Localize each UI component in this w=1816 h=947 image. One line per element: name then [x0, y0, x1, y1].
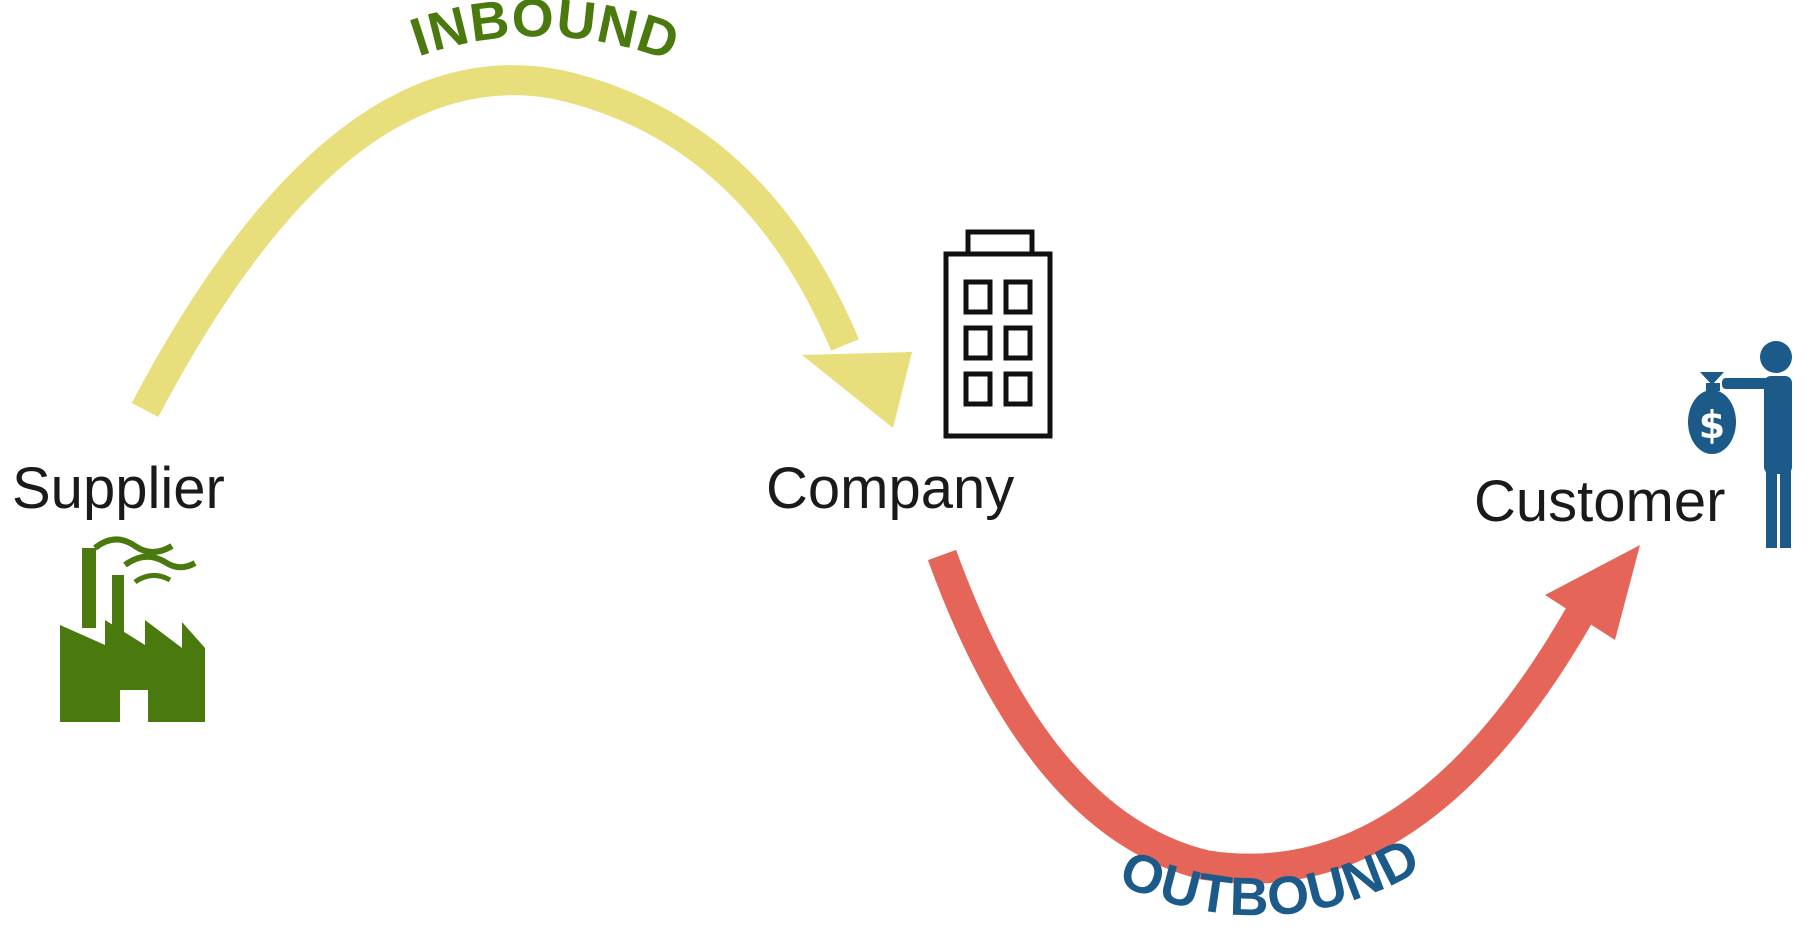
person-with-money-bag-icon: $ [1688, 341, 1792, 548]
person-head [1760, 341, 1792, 373]
outbound-arrow [927, 545, 1640, 884]
company-label: Company [766, 456, 1014, 521]
inbound-label: INBOUND [403, 0, 686, 72]
dollar-sign: $ [1699, 403, 1725, 447]
person-leg-right [1780, 468, 1791, 548]
person-arm [1722, 378, 1772, 389]
office-building-icon [943, 229, 1053, 439]
supplier-label: Supplier [12, 456, 225, 521]
factory-icon [60, 536, 205, 722]
money-bag-icon: $ [1688, 372, 1736, 454]
inbound-arrow [131, 65, 912, 428]
person-torso [1764, 376, 1792, 474]
inbound-label-text: INBOUND [403, 0, 685, 72]
person-leg-left [1766, 468, 1777, 548]
customer-label: Customer [1474, 469, 1725, 534]
